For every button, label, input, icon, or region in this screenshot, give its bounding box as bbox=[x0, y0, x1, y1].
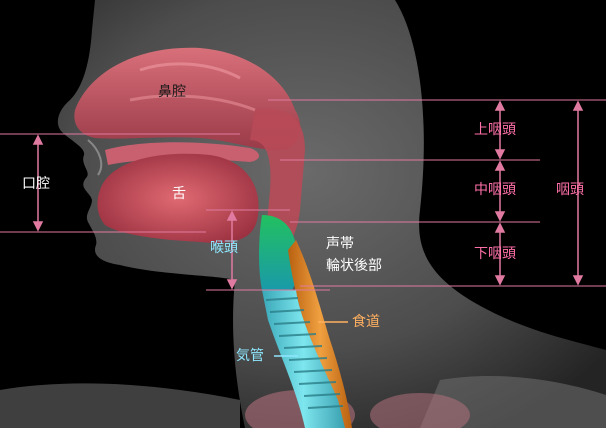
label-vocal-cords: 声帯 bbox=[326, 236, 354, 252]
label-hypopharynx: 下咽頭 bbox=[474, 246, 516, 262]
label-nasopharynx: 上咽頭 bbox=[474, 122, 516, 138]
label-nasal-cavity: 鼻腔 bbox=[158, 84, 186, 100]
label-esophagus: 食道 bbox=[352, 314, 380, 330]
shoulder-silhouette bbox=[0, 383, 240, 428]
label-tongue: 舌 bbox=[172, 186, 186, 202]
label-pharynx: 咽頭 bbox=[556, 182, 584, 198]
label-postcricoid: 輪状後部 bbox=[326, 258, 382, 274]
label-oral-cavity: 口腔 bbox=[22, 176, 50, 192]
label-oropharynx: 中咽頭 bbox=[474, 182, 516, 198]
label-trachea: 気管 bbox=[236, 348, 264, 364]
label-larynx: 喉頭 bbox=[210, 240, 238, 256]
